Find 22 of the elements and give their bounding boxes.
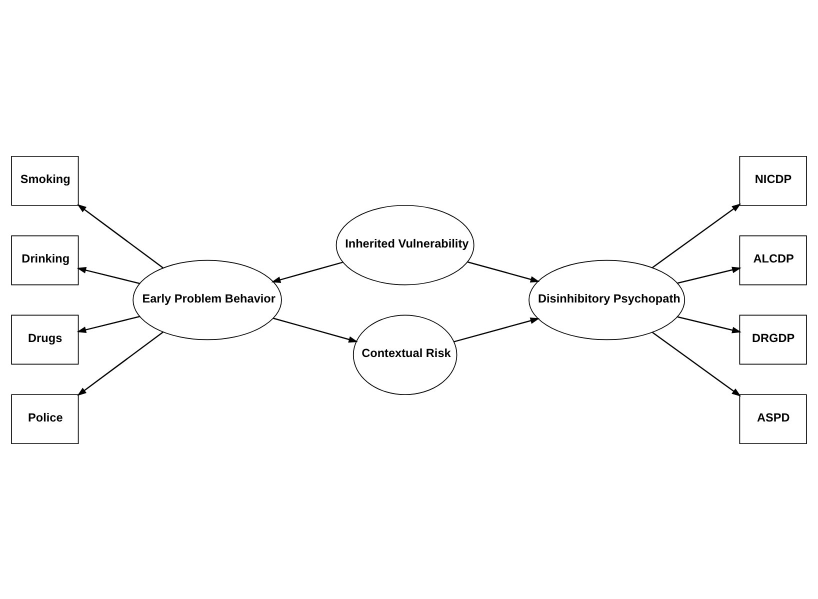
node-box: Smoking xyxy=(11,155,79,206)
node-box: Police xyxy=(11,394,79,444)
node-ellipse: Contextual Risk xyxy=(352,314,458,395)
node-box: ASPD xyxy=(739,394,807,444)
arrow xyxy=(454,317,540,342)
node-box: DRGDP xyxy=(739,314,807,364)
arrow xyxy=(467,260,540,282)
node-box: Drinking xyxy=(11,234,79,285)
arrow xyxy=(77,331,164,396)
arrow xyxy=(76,315,140,332)
arrow xyxy=(77,204,164,268)
arrow xyxy=(652,331,742,396)
node-box: ALCDP xyxy=(739,234,807,285)
arrow xyxy=(677,316,742,333)
node-box: Drugs xyxy=(11,314,79,364)
node-box: NICDP xyxy=(739,155,807,206)
arrow xyxy=(652,202,742,268)
arrow xyxy=(272,317,358,342)
arrow xyxy=(677,266,742,284)
node-ellipse: Inherited Vulnerability xyxy=(336,204,474,285)
arrow xyxy=(76,266,140,284)
arrow xyxy=(271,261,343,282)
